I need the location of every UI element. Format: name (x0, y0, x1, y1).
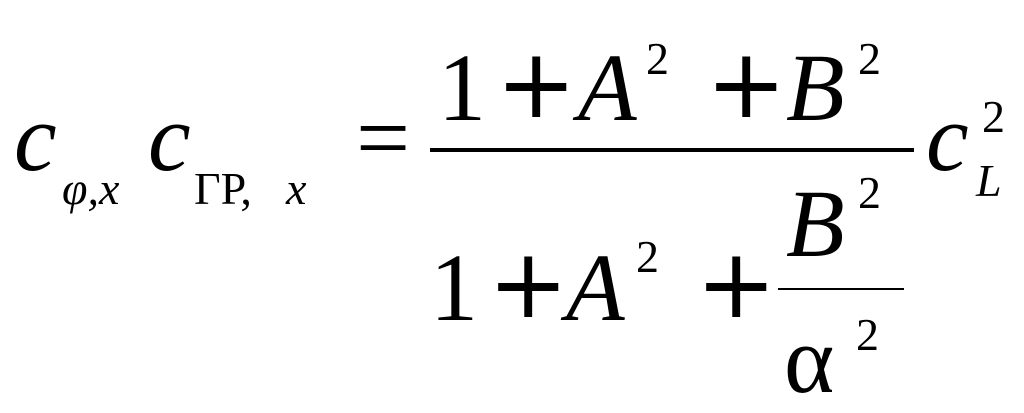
den-plus-1: + (488, 228, 569, 340)
rhs-c-sub: L (976, 155, 1002, 206)
lhs-sub1: φ,x (62, 163, 120, 214)
num-plus-1: + (496, 28, 577, 140)
inner-fraction-bar (778, 288, 904, 290)
den-inner-alpha-exp: 2 (856, 309, 879, 360)
main-fraction-bar (430, 148, 914, 152)
num-A-exp: 2 (646, 33, 669, 84)
den-one: 1 (430, 234, 478, 341)
lhs-c1: c (14, 84, 57, 191)
equals-sign: = (356, 84, 411, 191)
den-A-exp: 2 (636, 231, 659, 282)
num-plus-2: + (706, 28, 787, 140)
lhs-sub2-upright: ГР, (194, 163, 252, 214)
num-one: 1 (438, 34, 486, 141)
lhs-c2: c (148, 84, 191, 191)
den-inner-B: B (786, 170, 845, 277)
den-plus-2: + (696, 228, 777, 340)
den-A: A (566, 234, 625, 341)
num-B: B (786, 34, 845, 141)
num-A: A (578, 34, 637, 141)
rhs-c-exp: 2 (982, 91, 1005, 142)
den-inner-alpha: α (784, 306, 835, 413)
num-B-exp: 2 (858, 33, 881, 84)
den-inner-B-exp: 2 (858, 167, 881, 218)
rhs-c: c (926, 84, 969, 191)
lhs-sub2-italic: x (286, 163, 307, 214)
